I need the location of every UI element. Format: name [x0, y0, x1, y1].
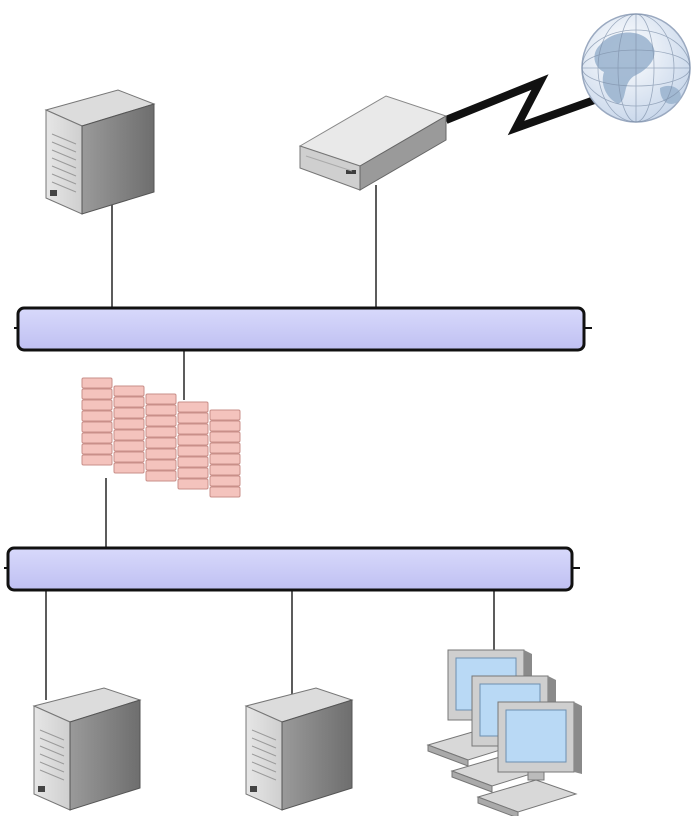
- tower-server-icon: [44, 89, 156, 215]
- firewall-brick: [81, 410, 113, 422]
- firewall-brick: [81, 399, 113, 411]
- firewall-brick: [145, 470, 177, 482]
- firewall-brick: [145, 459, 177, 471]
- firewall-brick: [209, 475, 241, 487]
- workstations-icon: [426, 649, 582, 816]
- firewall-brick: [177, 434, 209, 446]
- firewall-brick: [145, 404, 177, 416]
- firewall-brick: [81, 421, 113, 433]
- external-network-segment: [14, 306, 592, 352]
- firewall-brick: [113, 418, 145, 430]
- firewall-brick: [145, 393, 177, 405]
- firewall-brick: [177, 401, 209, 413]
- internal-network-segment: [4, 546, 580, 592]
- firewall-brick: [145, 437, 177, 449]
- globe-icon: [581, 13, 691, 123]
- firewall-brick: [113, 462, 145, 474]
- firewall-brick: [81, 388, 113, 400]
- firewall-brick: [113, 429, 145, 441]
- firewall-brick: [113, 440, 145, 452]
- firewall-icon: [81, 377, 241, 498]
- firewall-brick: [81, 377, 113, 389]
- firewall-brick: [177, 412, 209, 424]
- firewall-brick: [177, 423, 209, 435]
- firewall-brick: [113, 407, 145, 419]
- firewall-brick: [81, 454, 113, 466]
- firewall-brick: [81, 443, 113, 455]
- firewall-brick: [209, 431, 241, 443]
- firewall-brick: [209, 464, 241, 476]
- firewall-brick: [209, 453, 241, 465]
- firewall-brick: [145, 426, 177, 438]
- tower-server-icon: [32, 687, 142, 811]
- firewall-brick: [209, 420, 241, 432]
- workstation-icon: [476, 701, 582, 816]
- connection-lines: [45, 185, 495, 700]
- firewall-brick: [145, 448, 177, 460]
- firewall-brick: [177, 445, 209, 457]
- firewall-brick: [209, 486, 241, 498]
- firewall-brick: [209, 442, 241, 454]
- wan-link-icon: [444, 74, 602, 136]
- firewall-brick: [209, 409, 241, 421]
- firewall-brick: [81, 432, 113, 444]
- firewall-brick: [177, 456, 209, 468]
- firewall-brick: [113, 451, 145, 463]
- firewall-brick: [177, 467, 209, 479]
- firewall-brick: [177, 478, 209, 490]
- firewall-brick: [113, 385, 145, 397]
- firewall-brick: [113, 396, 145, 408]
- tower-server-icon: [244, 687, 354, 811]
- firewall-brick: [145, 415, 177, 427]
- router-icon: [298, 95, 448, 191]
